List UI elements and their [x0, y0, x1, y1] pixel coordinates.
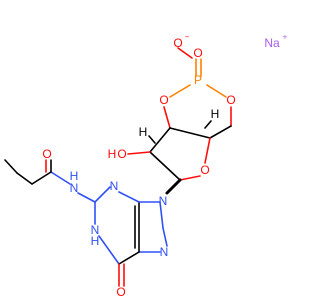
- atom-n7: N: [160, 245, 169, 259]
- atom-amide-n-h: H: [70, 169, 79, 183]
- bond-c5-c4: [209, 125, 232, 139]
- bond-c3-c4: [169, 127, 211, 139]
- bond-n1-c6: [98, 235, 120, 265]
- bond-c3-h: [148, 135, 156, 144]
- atom-n1-h: H: [91, 234, 100, 248]
- bond-c2-c1: [149, 151, 181, 181]
- atom-o-oxo: O: [193, 46, 202, 60]
- atom-carbonyl-o: O: [116, 285, 125, 299]
- bond-c2-oh: [127, 151, 151, 155]
- atom-n1: N: [91, 223, 100, 237]
- atom-stereo-h-right: H: [211, 107, 220, 121]
- bond-c1-n9-wedge: [165, 178, 182, 195]
- bond-p-ominus: [177, 47, 193, 59]
- bond-c4-osugar: [204, 137, 211, 164]
- atom-sodium: Na: [264, 36, 280, 50]
- bond-oleft-c3: [163, 106, 171, 129]
- bond-p-oright: [206, 84, 227, 98]
- atom-sugar-o: O: [200, 163, 209, 177]
- bond-c4-n3: [118, 191, 140, 203]
- molecule-structure-canvas: O − O P Na + O O O O H H H N N N N H O N…: [4, 32, 288, 300]
- atom-amide-n: N: [70, 181, 79, 195]
- bond-c8-n7: [162, 227, 168, 247]
- bond-nh-co: [50, 171, 71, 185]
- bond-n9-c8: [159, 201, 164, 229]
- atom-n9: N: [159, 194, 168, 208]
- bond-osugar-c1: [179, 175, 201, 181]
- bond-ca-cb: [16, 172, 33, 185]
- bond-c5-c6: [118, 251, 140, 265]
- atom-stereo-h-left: H: [139, 125, 148, 139]
- atom-ring-o-right: O: [226, 93, 235, 107]
- bond-n3-c2: [94, 186, 111, 203]
- atom-amide-o: O: [42, 147, 51, 161]
- bonds: [4, 47, 232, 287]
- atom-o-minus: O: [173, 36, 182, 50]
- bond-c4-h: [204, 120, 212, 129]
- charge-plus: +: [283, 33, 288, 42]
- bond-co-ca: [31, 171, 52, 185]
- charge-minus: −: [185, 33, 190, 42]
- bond-c3-c2: [149, 127, 171, 153]
- atom-labels: O − O P Na + O O O O H H H N N N N H O N…: [42, 33, 287, 300]
- bond-cb-cc: [4, 159, 18, 174]
- atom-hydroxyl-o: O: [117, 147, 126, 161]
- atom-hydroxyl-h: H: [108, 147, 117, 161]
- bond-p-oleft: [169, 84, 191, 98]
- atom-phosphorus: P: [194, 73, 202, 87]
- atom-n3: N: [110, 179, 119, 193]
- atom-ring-o-left: O: [159, 93, 168, 107]
- bond-c2-nh: [77, 192, 96, 203]
- molecule-svg: O − O P Na + O O O O H H H N N N N H O N…: [4, 33, 288, 300]
